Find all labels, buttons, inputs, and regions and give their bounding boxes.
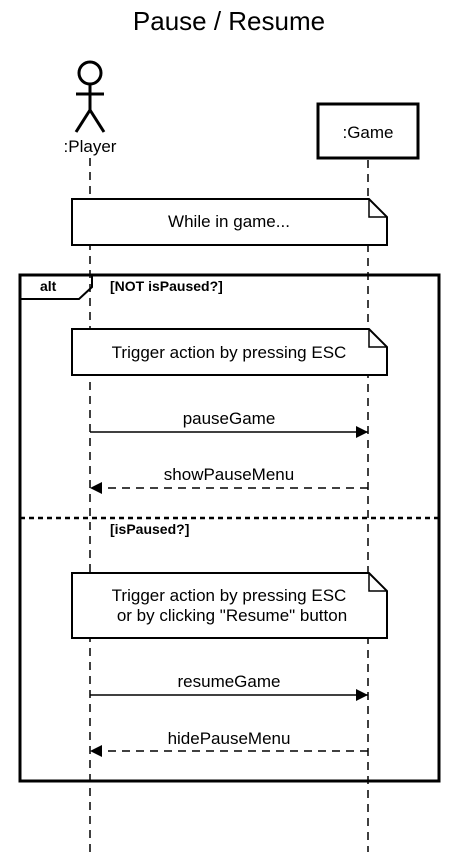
diagram-title: Pause / Resume bbox=[133, 6, 325, 36]
note-trigger-resume: Trigger action by pressing ESC or by cli… bbox=[71, 572, 388, 639]
note-text-line-1: Trigger action by pressing ESC bbox=[112, 586, 347, 605]
note-while-in-game: While in game... bbox=[71, 198, 388, 246]
message-resume-game-label: resumeGame bbox=[178, 672, 281, 691]
player-label: :Player bbox=[64, 137, 117, 156]
alt-operator-label: alt bbox=[40, 278, 57, 294]
note-text-line-2: or by clicking "Resume" button bbox=[117, 606, 347, 625]
note-text: While in game... bbox=[168, 212, 290, 231]
guard-paused: [isPaused?] bbox=[110, 521, 189, 537]
game-label: :Game bbox=[342, 123, 393, 142]
guard-not-paused: [NOT isPaused?] bbox=[110, 278, 223, 294]
message-show-pause-menu-label: showPauseMenu bbox=[164, 465, 294, 484]
message-pause-game-label: pauseGame bbox=[183, 409, 276, 428]
game-participant-box bbox=[316, 102, 420, 160]
alt-fragment-frame bbox=[18, 273, 441, 783]
player-actor-icon bbox=[74, 60, 106, 133]
note-text: Trigger action by pressing ESC bbox=[112, 343, 347, 362]
alt-operator-tab bbox=[20, 274, 93, 300]
message-hide-pause-menu-label: hidePauseMenu bbox=[168, 729, 291, 748]
note-trigger-esc: Trigger action by pressing ESC bbox=[71, 328, 388, 376]
